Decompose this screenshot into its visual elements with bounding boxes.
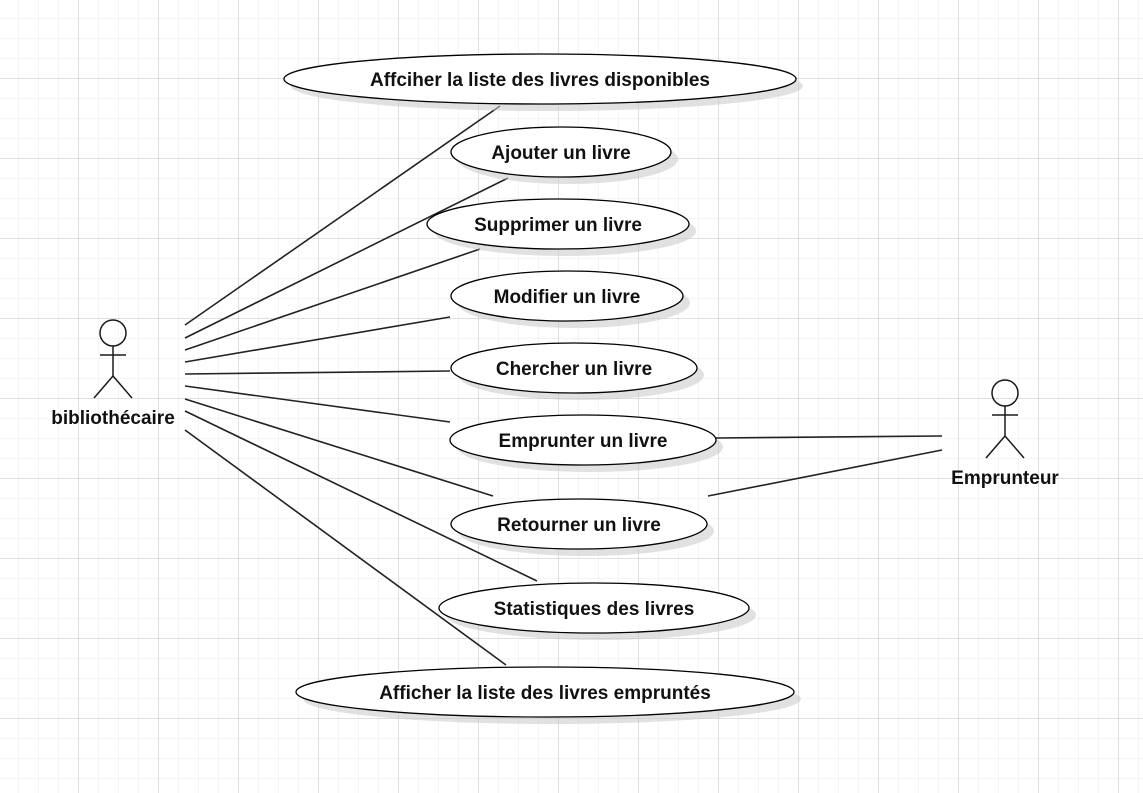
association-bibliothecaire-uc1[interactable] (184, 105, 501, 326)
stick-figure-icon (93, 319, 133, 399)
association-bibliothecaire-uc2[interactable] (184, 177, 509, 339)
association-bibliothecaire-uc7[interactable] (184, 398, 494, 497)
use-case-ellipse[interactable] (438, 582, 750, 634)
use-case-label: Statistiques des livres (494, 599, 695, 620)
use-case-uc5[interactable]: Chercher un livre (450, 342, 704, 400)
actor-label: Emprunteur (951, 468, 1059, 489)
use-case-uc3[interactable]: Supprimer un livre (426, 198, 696, 256)
use-case-uc8[interactable]: Statistiques des livres (438, 582, 756, 640)
use-case-label: Chercher un livre (496, 359, 652, 380)
actor-label: bibliothécaire (51, 408, 175, 429)
use-case-label: Ajouter un livre (491, 143, 630, 164)
use-case-uc9[interactable]: Afficher la liste des livres empruntés (295, 666, 801, 724)
association-emprunteur-uc7[interactable] (707, 449, 943, 497)
association-bibliothecaire-uc9[interactable] (184, 429, 507, 666)
use-case-uc2[interactable]: Ajouter un livre (450, 126, 678, 184)
actor-bibliothecaire[interactable]: bibliothécaire (51, 319, 175, 429)
use-case-uc4[interactable]: Modifier un livre (450, 270, 690, 328)
use-case-ellipse[interactable] (449, 414, 717, 466)
use-case-label: Afficher la liste des livres empruntés (379, 683, 711, 704)
actor-emprunteur[interactable]: Emprunteur (951, 379, 1059, 489)
use-case-label: Supprimer un livre (474, 215, 642, 236)
use-case-label: Emprunter un livre (499, 431, 668, 452)
association-bibliothecaire-uc8[interactable] (184, 410, 538, 582)
stick-figure-icon (985, 379, 1025, 459)
association-bibliothecaire-uc4[interactable] (184, 316, 451, 363)
association-emprunteur-uc6[interactable] (715, 435, 943, 439)
use-case-ellipse[interactable] (295, 666, 795, 718)
use-case-ellipse[interactable] (450, 342, 698, 394)
use-case-ellipse[interactable] (450, 270, 684, 322)
use-case-ellipse[interactable] (283, 53, 797, 105)
use-case-ellipse[interactable] (426, 198, 690, 250)
use-case-uc6[interactable]: Emprunter un livre (449, 414, 723, 472)
use-case-label: Modifier un livre (494, 287, 641, 308)
use-case-ellipse[interactable] (450, 126, 672, 178)
use-case-label: Affciher la liste des livres disponibles (370, 70, 710, 91)
use-case-uc1[interactable]: Affciher la liste des livres disponibles (283, 53, 803, 111)
association-bibliothecaire-uc3[interactable] (184, 248, 481, 351)
associations (184, 105, 943, 666)
association-bibliothecaire-uc5[interactable] (184, 370, 451, 375)
association-bibliothecaire-uc6[interactable] (184, 385, 451, 423)
use-case-uc7[interactable]: Retourner un livre (450, 498, 714, 556)
use-case-label: Retourner un livre (497, 515, 661, 536)
use-case-ellipse[interactable] (450, 498, 708, 550)
